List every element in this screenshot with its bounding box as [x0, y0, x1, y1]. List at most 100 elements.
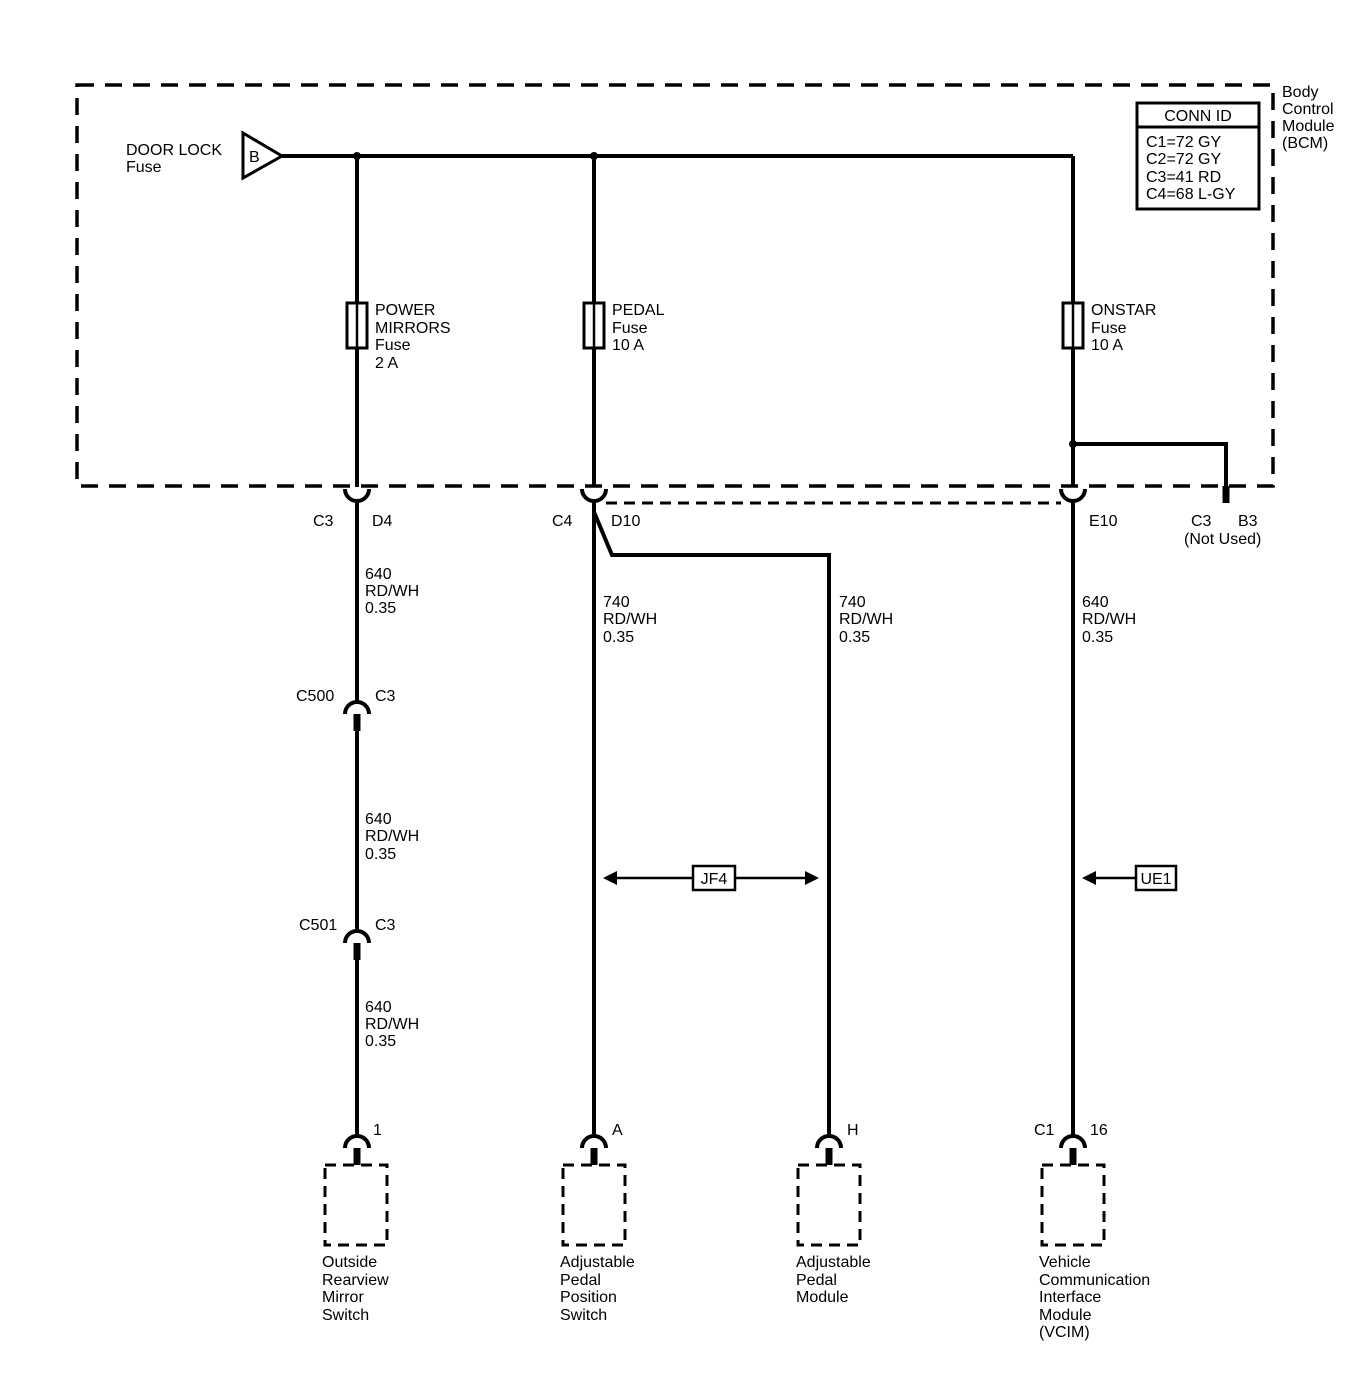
conn-id-line: C4=68 L-GY [1146, 186, 1236, 203]
svg-text:PEDAL: PEDAL [612, 302, 665, 319]
conn-id-header: CONN ID [1164, 108, 1232, 125]
conn-id-table: CONN ID C1=72 GY C2=72 GY C3=41 RD C4=68… [1135, 101, 1261, 211]
component-pin: 16 [1090, 1122, 1108, 1139]
arrow-left-icon [603, 871, 617, 885]
svg-text:RD/WH: RD/WH [839, 611, 893, 628]
svg-text:10 A: 10 A [1091, 337, 1123, 354]
svg-text:Fuse: Fuse [612, 320, 648, 337]
component-pin-icon [343, 1134, 371, 1149]
svg-text:Fuse: Fuse [126, 159, 162, 176]
jf4-label: JF4 [701, 871, 728, 888]
svg-text:B: B [249, 149, 260, 166]
svg-text:640: 640 [365, 566, 392, 583]
svg-text:RD/WH: RD/WH [603, 611, 657, 628]
bcm-conn-unused: C3 [1191, 513, 1212, 530]
component-vcim: C1 16 Vehicle Communication Interface Mo… [1034, 1122, 1150, 1341]
component-conn: C1 [1034, 1122, 1055, 1139]
connector-pin-icon [343, 488, 371, 503]
svg-text:640: 640 [1082, 594, 1109, 611]
svg-text:Interface: Interface [1039, 1289, 1101, 1306]
svg-text:Outside: Outside [322, 1254, 377, 1271]
svg-text:0.35: 0.35 [603, 629, 634, 646]
svg-text:640: 640 [365, 999, 392, 1016]
onstar-branch: ONSTAR Fuse 10 A [1061, 156, 1230, 503]
unused-note: (Not Used) [1184, 531, 1261, 548]
bcm-pin-unused: B3 [1238, 513, 1258, 530]
svg-text:ONSTAR: ONSTAR [1091, 302, 1156, 319]
inline-connector-name: C500 [296, 688, 334, 705]
svg-text:Pedal: Pedal [560, 1272, 601, 1289]
conn-id-line: C1=72 GY [1146, 134, 1221, 151]
svg-text:(VCIM): (VCIM) [1039, 1324, 1090, 1341]
svg-text:2 A: 2 A [375, 355, 398, 372]
svg-text:Body: Body [1282, 84, 1318, 101]
conn-id-line: C2=72 GY [1146, 151, 1221, 168]
component-pin: H [847, 1122, 859, 1139]
svg-text:RD/WH: RD/WH [365, 583, 419, 600]
svg-text:DOOR LOCK: DOOR LOCK [126, 142, 222, 159]
svg-text:MIRRORS: MIRRORS [375, 320, 451, 337]
power-mirrors-branch: POWER MIRRORS Fuse 2 A [345, 156, 451, 487]
svg-text:RD/WH: RD/WH [365, 828, 419, 845]
arrow-left-icon [1082, 871, 1096, 885]
svg-text:Mirror: Mirror [322, 1289, 364, 1306]
inline-connector-icon [343, 929, 371, 944]
svg-text:0.35: 0.35 [365, 846, 396, 863]
svg-text:Rearview: Rearview [322, 1272, 389, 1289]
svg-text:Module: Module [796, 1289, 849, 1306]
bcm-pin-pedal: D10 [611, 513, 640, 530]
component-pedal-module: H Adjustable Pedal Module [796, 1122, 871, 1306]
component-pin-icon [815, 1134, 843, 1149]
svg-text:0.35: 0.35 [839, 629, 870, 646]
connector-pin-icon [580, 488, 608, 503]
conn-id-line: C3=41 RD [1146, 169, 1221, 186]
onstar-circuit: 640 RD/WH 0.35 UE1 [1071, 501, 1178, 1136]
bcm-boundary [75, 83, 1275, 488]
svg-text:Communication: Communication [1039, 1272, 1150, 1289]
svg-text:0.35: 0.35 [1082, 629, 1113, 646]
svg-text:Switch: Switch [560, 1307, 607, 1324]
component-pin: 1 [373, 1122, 382, 1139]
svg-text:640: 640 [365, 811, 392, 828]
svg-text:740: 740 [839, 594, 866, 611]
svg-text:RD/WH: RD/WH [365, 1016, 419, 1033]
svg-text:RD/WH: RD/WH [1082, 611, 1136, 628]
svg-text:Switch: Switch [322, 1307, 369, 1324]
door-lock-source: DOOR LOCK Fuse B [126, 130, 286, 181]
svg-text:Position: Position [560, 1289, 617, 1306]
svg-text:(BCM): (BCM) [1282, 135, 1328, 152]
svg-text:Fuse: Fuse [375, 337, 411, 354]
svg-text:Module: Module [1039, 1307, 1092, 1324]
ue1-label: UE1 [1140, 871, 1171, 888]
bcm-conn-mirror: C3 [313, 513, 334, 530]
bcm-pin-mirror: D4 [372, 513, 393, 530]
inline-connector-pin: C3 [375, 917, 396, 934]
inline-connector-icon [343, 700, 371, 715]
inline-connector-name: C501 [299, 917, 337, 934]
source-triangle-icon [241, 130, 286, 181]
pedal-branch: PEDAL Fuse 10 A [582, 156, 665, 487]
svg-text:0.35: 0.35 [365, 600, 396, 617]
svg-text:Pedal: Pedal [796, 1272, 837, 1289]
mirror-circuit: 640 RD/WH 0.35 C500 C3 640 RD/WH 0.35 C5… [296, 501, 419, 1136]
svg-text:Vehicle: Vehicle [1039, 1254, 1091, 1271]
component-pedal-position-switch: A Adjustable Pedal Position Switch [560, 1122, 635, 1324]
component-pin-icon [1059, 1134, 1087, 1149]
bcm-pin-onstar: E10 [1089, 513, 1118, 530]
arrow-right-icon [805, 871, 819, 885]
connector-pin-icon [1059, 488, 1087, 503]
component-pin: A [612, 1122, 623, 1139]
bcm-conn-pedal: C4 [552, 513, 573, 530]
inline-connector-pin: C3 [375, 688, 396, 705]
svg-text:740: 740 [603, 594, 630, 611]
svg-text:Module: Module [1282, 118, 1335, 135]
pedal-circuits: 740 RD/WH 0.35 740 RD/WH 0.35 [592, 501, 893, 1136]
svg-text:POWER: POWER [375, 302, 435, 319]
svg-text:Control: Control [1282, 101, 1334, 118]
svg-text:Adjustable: Adjustable [560, 1254, 635, 1271]
svg-text:0.35: 0.35 [365, 1033, 396, 1050]
svg-text:Adjustable: Adjustable [796, 1254, 871, 1271]
svg-text:Fuse: Fuse [1091, 320, 1127, 337]
component-mirror-switch: 1 Outside Rearview Mirror Switch [322, 1122, 389, 1324]
